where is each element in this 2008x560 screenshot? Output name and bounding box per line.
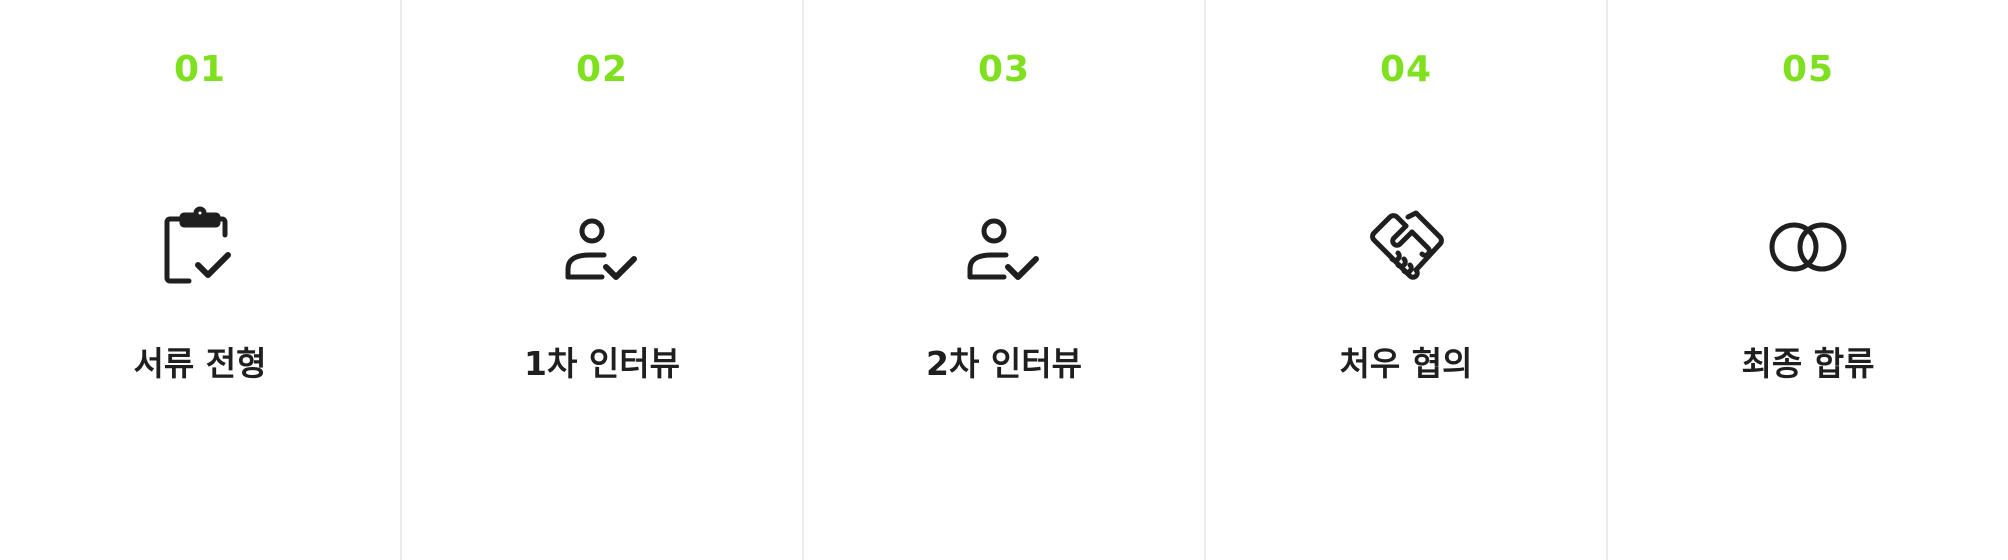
step-number: 01 bbox=[173, 49, 227, 90]
step-second-interview: 03 2차 인터뷰 bbox=[804, 0, 1206, 560]
step-number: 02 bbox=[575, 49, 629, 90]
step-offer-negotiation: 04 처우 협의 bbox=[1206, 0, 1608, 560]
step-final-join: 05 최종 합류 bbox=[1608, 0, 2008, 560]
user-check-icon bbox=[560, 205, 644, 289]
step-label: 2차 인터뷰 bbox=[926, 344, 1082, 383]
step-first-interview: 02 1차 인터뷰 bbox=[402, 0, 804, 560]
step-label: 처우 협의 bbox=[1339, 344, 1473, 383]
handshake-icon bbox=[1364, 205, 1448, 289]
clipboard-check-icon bbox=[158, 205, 242, 289]
rings-icon bbox=[1766, 205, 1850, 289]
step-number: 04 bbox=[1379, 49, 1433, 90]
user-check-icon bbox=[962, 205, 1046, 289]
step-label: 서류 전형 bbox=[133, 344, 267, 383]
step-label: 최종 합류 bbox=[1741, 344, 1875, 383]
step-label: 1차 인터뷰 bbox=[524, 344, 680, 383]
step-document-screening: 01 서류 전형 bbox=[0, 0, 402, 560]
step-number: 05 bbox=[1781, 49, 1835, 90]
step-number: 03 bbox=[977, 49, 1031, 90]
